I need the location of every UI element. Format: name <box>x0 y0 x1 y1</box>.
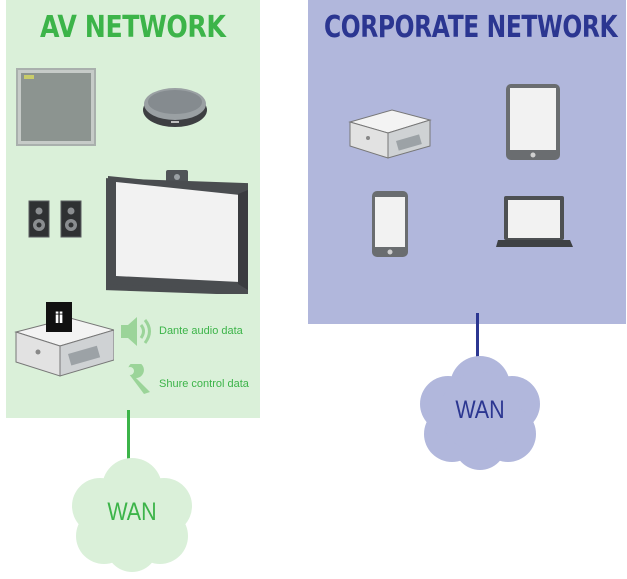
corporate-network-title: CORPORATE NETWORK <box>324 10 618 45</box>
av-wan-connection <box>127 410 130 466</box>
wrench-icon <box>126 364 150 394</box>
processor-unit-icon: ⅱ <box>14 302 114 377</box>
computer-unit-icon <box>348 109 432 159</box>
av-wan-cloud-icon <box>72 458 192 572</box>
smartphone-icon <box>372 191 408 257</box>
av-network-title: AV NETWORK <box>40 10 226 45</box>
dante-audio-label: Dante audio data <box>159 325 243 337</box>
ceiling-array-microphone-icon <box>16 68 96 146</box>
shure-control-label: Shure control data <box>159 378 249 390</box>
speaker-icon <box>121 317 151 346</box>
svg-text:ⅱ: ⅱ <box>54 309 63 327</box>
corporate-wan-cloud-icon <box>420 356 540 470</box>
tablet-icon <box>506 84 560 160</box>
av-wan-label: WAN <box>107 498 157 526</box>
corporate-network-panel <box>308 0 626 324</box>
corporate-wan-connection <box>476 313 479 368</box>
corporate-wan-label: WAN <box>455 396 505 424</box>
display-screen-with-camera-icon <box>106 170 248 294</box>
laptop-icon <box>496 196 573 247</box>
loudspeakers-icon <box>28 200 82 238</box>
table-microphone-icon <box>143 88 207 127</box>
